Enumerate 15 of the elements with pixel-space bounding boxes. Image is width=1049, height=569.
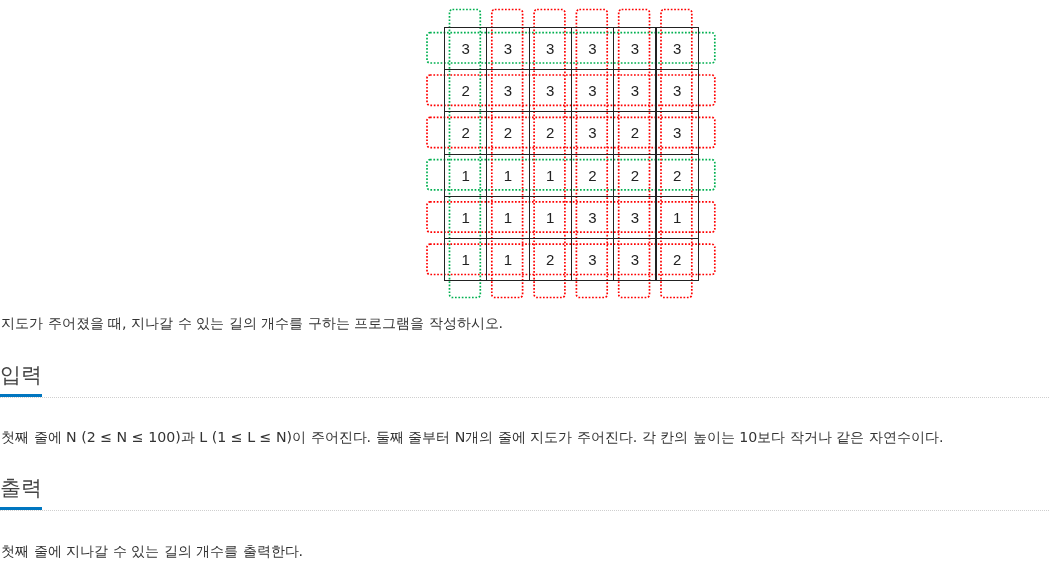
- grid-cell: 3: [655, 69, 699, 113]
- grid-cell: 1: [655, 195, 699, 240]
- paragraph: 지도가 주어졌을 때, 지나갈 수 있는 길의 개수를 구하는 프로그램을 작성하시오.: [1, 314, 504, 333]
- grid-cell: 3: [613, 26, 657, 70]
- section-heading: 입력: [0, 361, 42, 397]
- grid-cell: 3: [444, 26, 488, 70]
- section-heading: 출력: [0, 474, 42, 510]
- grid-cell: 3: [655, 111, 699, 155]
- grid-cell: 3: [613, 238, 657, 282]
- paragraph: 첫째 줄에 지나갈 수 있는 길의 개수를 출력한다.: [1, 542, 304, 561]
- paragraph: 첫째 줄에 N (2 ≤ N ≤ 100)과 L (1 ≤ L ≤ N)이 주어진다. 둘째 줄부터 N개의 줄에 지도가 주어진다. 각 칸의 높이는 10보다 작거나 같은 자연수이다.: [1, 428, 944, 447]
- grid-cell: 2: [655, 153, 699, 197]
- grid-cell: 3: [655, 26, 699, 70]
- grid-cell: 1: [444, 238, 488, 282]
- grid-cell: 2: [655, 238, 699, 282]
